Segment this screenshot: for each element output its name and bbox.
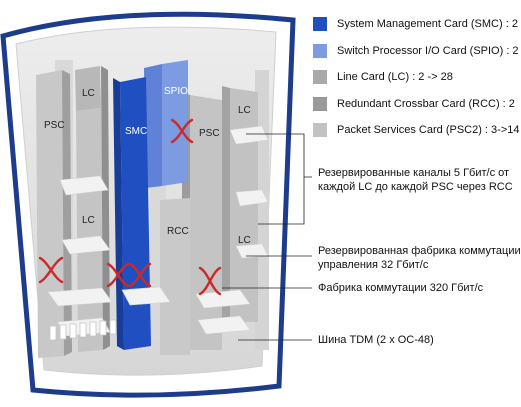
- callout-tdm-bus: Шина TDM (2 x OC-48): [318, 334, 434, 346]
- card-label-rcc: RCC: [167, 226, 189, 237]
- card-label-lc-top-left: LC: [82, 88, 95, 99]
- psc-card-left: [36, 70, 64, 358]
- lc-card-top-left: [75, 66, 101, 111]
- legend-label-lc: Line Card (LC) : 2 -> 28: [337, 71, 453, 83]
- legend-swatch-smc: [313, 17, 327, 31]
- card-label-smc: SMC: [125, 126, 147, 137]
- card-label-lc-top-right: LC: [238, 105, 251, 116]
- callout-mgmt-fabric: Резервированная фабрика коммутации управ…: [318, 244, 521, 272]
- legend-swatch-psc2: [313, 123, 327, 137]
- card-label-lc-mid-right: LC: [238, 235, 251, 246]
- card-label-psc-right: PSC: [199, 128, 220, 139]
- callout-leaders: [222, 133, 312, 341]
- shelf-group: [47, 125, 269, 337]
- tdm-bus-comb: [49, 319, 117, 341]
- spio-card-back: [144, 64, 162, 188]
- lc-card-left-column: [76, 108, 103, 352]
- legend-label-smc: System Management Card (SMC) : 2: [337, 18, 518, 30]
- card-label-lc-mid-left: LC: [82, 215, 95, 226]
- callout-reserved-channels-line2: каждой LC до каждой PSC через RCC: [318, 181, 513, 193]
- legend-label-spio: Switch Processor I/O Card (SPIO) : 2: [337, 45, 519, 57]
- psc-card-left-side: [62, 70, 72, 356]
- callout-reserved-channels-line1: Резервированные каналы 5 Гбит/с от: [318, 167, 510, 179]
- callout-mgmt-fabric-line2: управления 32 Гбит/с: [318, 259, 429, 271]
- legend-label-rcc: Redundant Crossbar Card (RCC) : 2: [337, 98, 515, 110]
- legend-label-psc2: Packet Services Card (PSC2) : 3->14: [337, 124, 520, 136]
- smc-card: [120, 77, 151, 350]
- legend-swatch-lc: [313, 70, 327, 84]
- legend-swatch-spio: [313, 44, 327, 58]
- lc-card-right-side: [222, 86, 230, 322]
- rcc-card: [160, 198, 190, 355]
- crossover-symbols: [38, 118, 222, 296]
- card-label-spio: SPIO: [164, 86, 188, 97]
- callout-mgmt-fabric-line1: Резервированная фабрика коммутации: [318, 245, 521, 257]
- card-label-psc-left: PSC: [44, 120, 65, 131]
- callout-switch-fabric: Фабрика коммутации 320 Гбит/с: [318, 282, 484, 294]
- callout-reserved-channels: Резервированные каналы 5 Гбит/с от каждо…: [318, 166, 513, 194]
- legend-swatch-rcc: [313, 97, 327, 111]
- lc-card-left-side: [101, 66, 110, 350]
- smc-card-side: [113, 78, 124, 350]
